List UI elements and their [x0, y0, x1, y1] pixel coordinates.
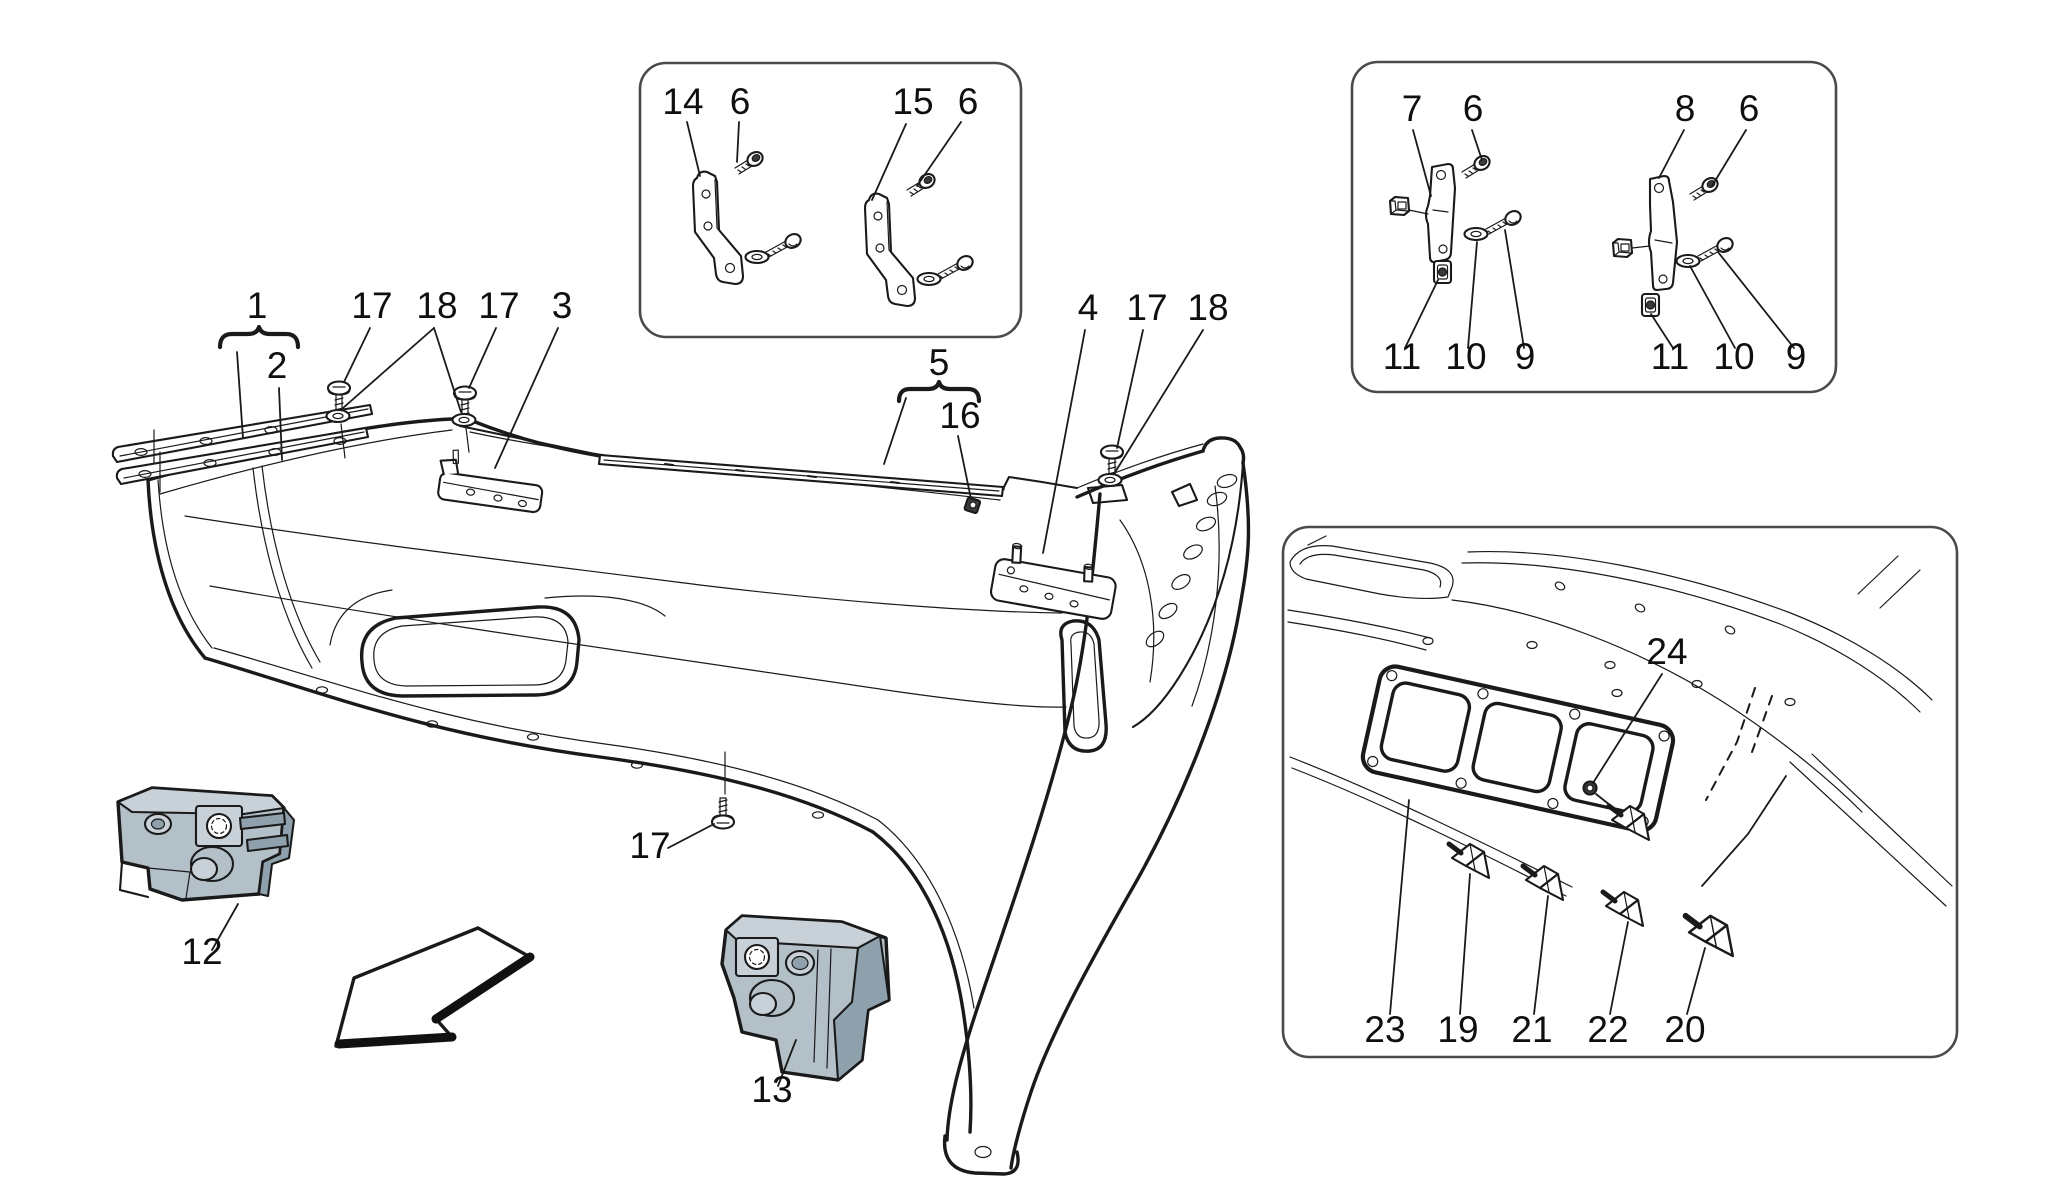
inset-box-bottom-right: 24 23 19 21 22 20 [1281, 525, 1959, 1059]
screw-17-bottom [710, 796, 736, 830]
fastener-24 [1582, 780, 1650, 841]
inset-box-top-center: 14 6 15 6 [638, 61, 1023, 339]
screw-17-left [326, 380, 352, 414]
callout-6d: 6 [1739, 88, 1760, 129]
callout-3: 3 [552, 285, 573, 326]
callout-11c: 11 [1383, 336, 1421, 377]
callout-21: 21 [1511, 1009, 1552, 1050]
callout-23: 23 [1364, 1009, 1405, 1050]
callout-4: 4 [1078, 287, 1099, 328]
callout-10c: 10 [1445, 336, 1486, 377]
washer-18-left [325, 408, 351, 424]
washer-14 [744, 249, 770, 265]
u-clip-11d [1640, 292, 1661, 318]
callout-12: 12 [181, 931, 222, 972]
washer-10c [1463, 226, 1489, 242]
callout-22: 22 [1587, 1009, 1628, 1050]
clip-part-16 [963, 496, 982, 515]
trim-strip-part-5 [458, 424, 1005, 498]
clip-nut-7 [1388, 195, 1411, 217]
plate-bracket-part-7 [1408, 162, 1457, 264]
main-leader-lines [211, 327, 1204, 1087]
wing-flange-holes [1145, 473, 1238, 648]
washer-18-mid [451, 412, 477, 428]
clip-nut-8 [1611, 237, 1634, 259]
callout-18b: 18 [1187, 287, 1228, 328]
bumper-shell [146, 414, 1251, 1176]
inset2-leader-lines [1404, 129, 1795, 349]
callout-13: 13 [751, 1069, 792, 1110]
callout-17a: 17 [351, 285, 392, 326]
bracket-part-4 [989, 542, 1117, 620]
callout-7: 7 [1402, 88, 1423, 129]
inset1-leader-lines [686, 121, 962, 201]
callout-14: 14 [662, 81, 703, 122]
rail-part-2 [115, 426, 370, 493]
washer-15 [916, 271, 942, 287]
callout-24: 24 [1646, 631, 1687, 672]
callout-16: 16 [939, 395, 980, 436]
callout-6c: 6 [1463, 88, 1484, 129]
brace-5-16 [896, 379, 982, 404]
part-12-block [116, 786, 296, 902]
callout-17d: 17 [629, 825, 670, 866]
brace-1-2 [217, 324, 301, 350]
callout-6a: 6 [730, 81, 751, 122]
part-13-block [720, 914, 891, 1082]
inset3-leader-lines [1389, 673, 1787, 1015]
callout-15: 15 [892, 81, 933, 122]
washer-18-right [1097, 472, 1123, 488]
callout-19: 19 [1437, 1009, 1478, 1050]
callout-11d: 11 [1651, 336, 1689, 377]
callout-6b: 6 [958, 81, 979, 122]
direction-arrow-icon [334, 926, 535, 1049]
callout-1: 1 [247, 285, 268, 326]
callout-2: 2 [267, 345, 288, 386]
bracket-part-3 [437, 449, 544, 514]
callout-9c: 9 [1515, 336, 1536, 377]
callout-20: 20 [1664, 1009, 1705, 1050]
callout-5: 5 [929, 342, 950, 383]
callout-17c: 17 [1126, 287, 1167, 328]
callout-10d: 10 [1713, 336, 1754, 377]
callout-17b: 17 [478, 285, 519, 326]
u-clip-11c [1432, 259, 1453, 285]
callout-9d: 9 [1786, 336, 1807, 377]
inset-box-top-right: 7 6 8 6 11 10 9 11 10 9 [1350, 60, 1838, 394]
callout-18a: 18 [416, 285, 457, 326]
s-bracket-part-15 [863, 192, 917, 308]
s-bracket-part-14 [691, 170, 745, 286]
washer-10d [1675, 253, 1701, 269]
plate-bracket-part-8 [1631, 174, 1679, 292]
callout-8: 8 [1675, 88, 1696, 129]
